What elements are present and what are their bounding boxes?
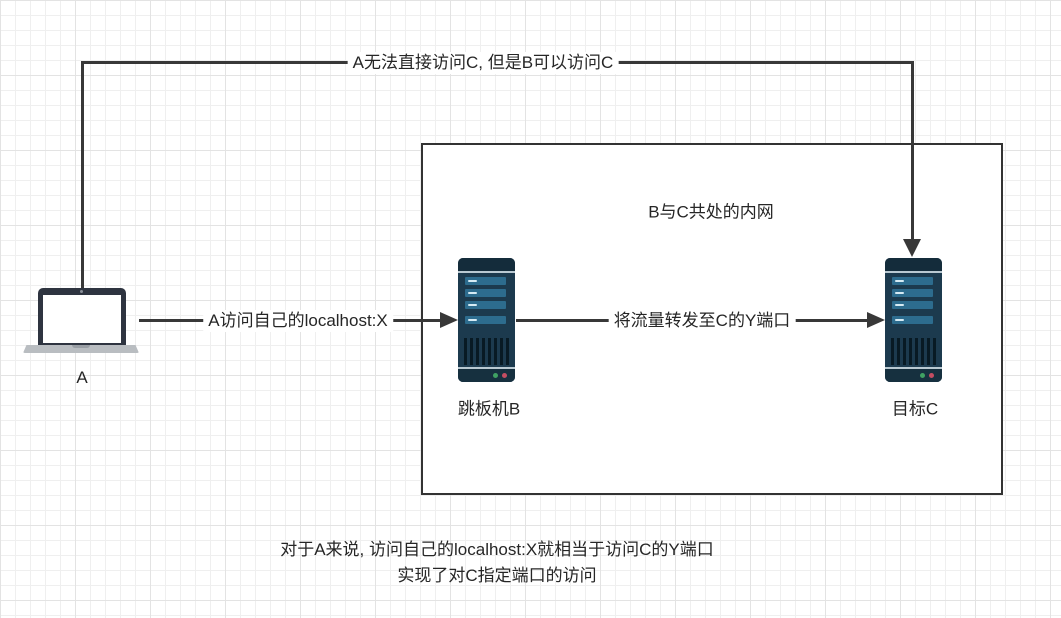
laptop-display — [43, 295, 121, 343]
led-red-icon — [502, 373, 507, 378]
server-separator — [458, 271, 515, 273]
laptop-a-label: A — [76, 368, 88, 387]
server-c-icon — [885, 258, 942, 382]
edge-b-to-c-label: 将流量转发至C的Y端口 — [608, 310, 796, 332]
footer-line-2: 实现了对C指定端口的访问 — [397, 566, 597, 585]
drive-bay-icon — [892, 301, 933, 309]
led-red-icon — [929, 373, 934, 378]
drive-bay-icon — [465, 316, 506, 324]
footer-line-1: 对于A来说, 访问自己的localhost:X就相当于访问C的Y端口 — [280, 540, 714, 559]
drive-bay-icon — [892, 289, 933, 297]
led-green-icon — [493, 373, 498, 378]
edge-a-to-b-label: A访问自己的localhost:X — [203, 310, 393, 332]
laptop-camera-dot — [80, 290, 83, 293]
arrowhead-right-c-icon — [867, 312, 885, 328]
server-bottom-cap — [885, 369, 942, 382]
laptop-base — [23, 345, 139, 353]
led-green-icon — [920, 373, 925, 378]
laptop-icon — [23, 288, 139, 354]
server-b-icon — [458, 258, 515, 382]
server-b-label: 跳板机B — [457, 399, 521, 419]
drive-bay-icon — [465, 277, 506, 285]
server-bottom-cap — [458, 369, 515, 382]
drive-bay-icon — [892, 316, 933, 324]
laptop-notch — [72, 345, 90, 348]
intranet-label: B与C共处的内网 — [648, 202, 774, 222]
laptop-screen — [38, 288, 126, 346]
server-separator — [885, 367, 942, 369]
drive-bay-icon — [465, 289, 506, 297]
edge-a-to-c-label: A无法直接访问C, 但是B可以访问C — [347, 52, 619, 74]
arrowhead-right-b-icon — [440, 312, 458, 328]
arrowhead-down-icon — [903, 239, 921, 257]
server-separator — [458, 367, 515, 369]
vent-grille-icon — [464, 338, 509, 365]
drive-bay-icon — [465, 301, 506, 309]
server-separator — [885, 271, 942, 273]
server-top-cap — [458, 258, 515, 271]
edge-a-to-c-right-vertical-line — [911, 61, 914, 241]
server-c-label: 目标C — [891, 399, 939, 419]
server-top-cap — [885, 258, 942, 271]
vent-grille-icon — [891, 338, 936, 365]
edge-a-to-c-left-vertical-line — [81, 61, 84, 288]
drive-bay-icon — [892, 277, 933, 285]
footer-note: 对于A来说, 访问自己的localhost:X就相当于访问C的Y端口 实现了对C… — [280, 537, 714, 589]
